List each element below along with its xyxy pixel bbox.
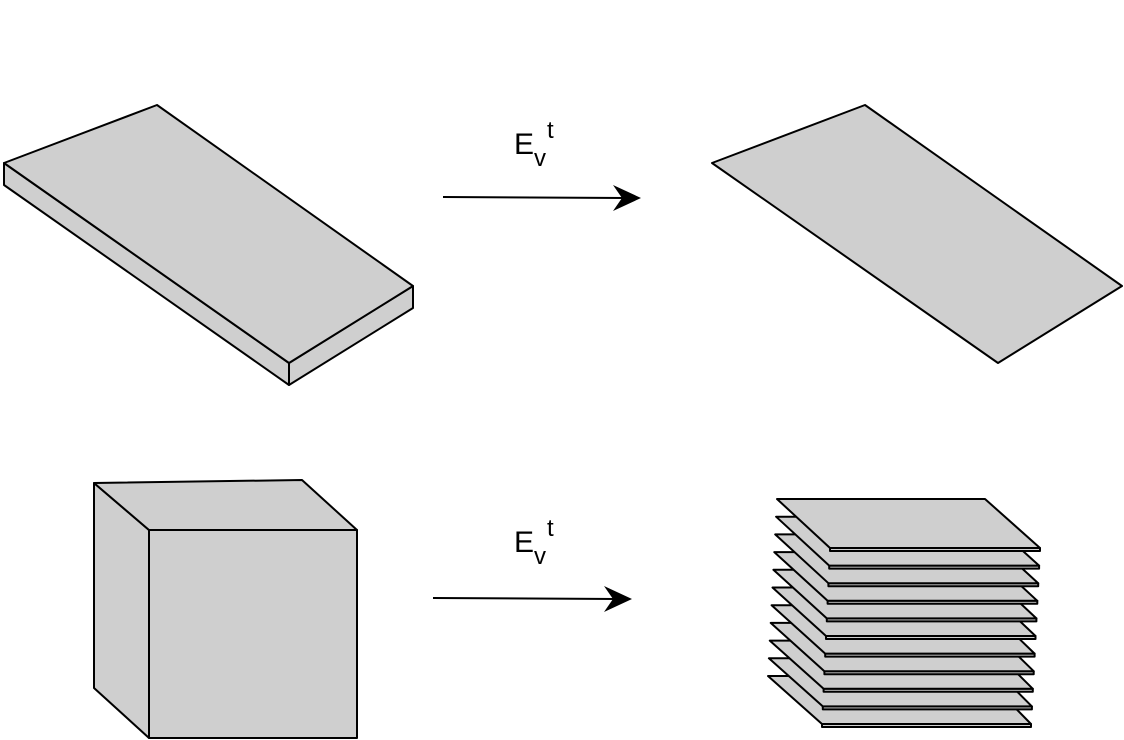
- transition-label-1: E v t: [514, 117, 554, 172]
- cube: [93, 479, 358, 739]
- transition-arrow-2: [432, 586, 632, 612]
- single-sheet: [711, 104, 1123, 364]
- transition-arrow-1: [442, 185, 641, 211]
- transition-label-2: E v t: [514, 515, 554, 570]
- stack-sheet: [776, 498, 1041, 549]
- stacked-sheets: [767, 498, 1041, 728]
- slab-top: [3, 104, 414, 364]
- cube-front: [148, 529, 358, 739]
- thin-slab: [3, 104, 414, 386]
